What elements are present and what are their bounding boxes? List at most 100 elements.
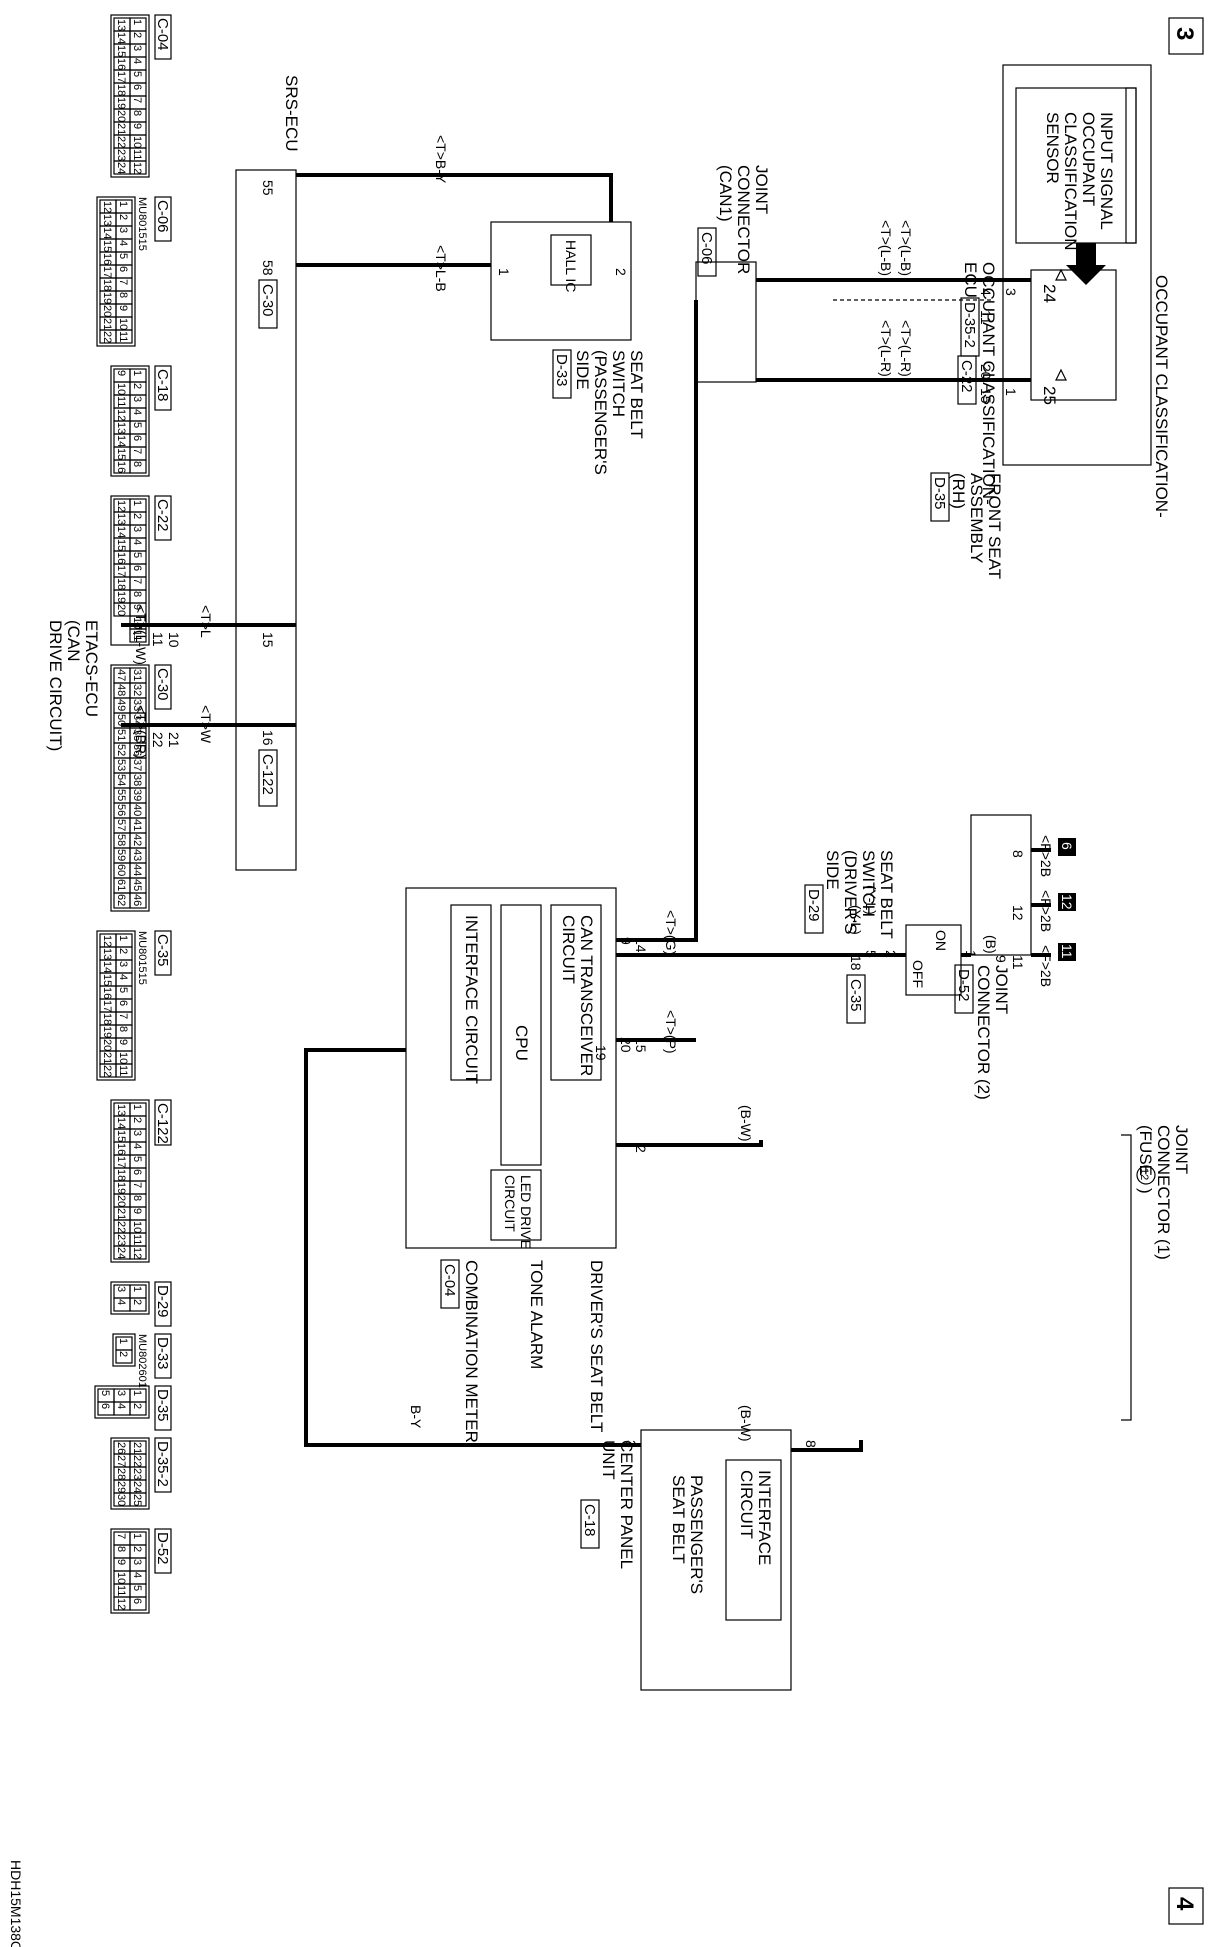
pin-15s: 15 [260, 632, 276, 648]
etacs-label: ETACS-ECU (CAN DRIVE CIRCUIT) [46, 620, 101, 751]
srs-ecu-box [235, 169, 297, 871]
pin-4: 4 [978, 288, 994, 296]
legend-pin: 5 [131, 552, 143, 558]
svg-text:D-29: D-29 [805, 889, 822, 922]
legend-pin: 24 [115, 162, 127, 174]
center-interface-label: INTERFACE [755, 1470, 774, 1565]
legend-c04: C-04123456789101112131415161718192021222… [110, 14, 172, 178]
svg-text:ETACS-ECU: ETACS-ECU [82, 620, 101, 717]
legend-pin: 11 [117, 1065, 129, 1076]
wire-f2b-3: <F>2B [1038, 945, 1054, 987]
c04-tag [440, 1259, 460, 1309]
legend-pin: 5 [131, 422, 143, 428]
legend-pin: 3 [131, 1559, 143, 1565]
legend-pin: 11 [131, 630, 143, 641]
legend-pin: 3 [115, 1390, 127, 1396]
svg-text:D-35: D-35 [931, 477, 948, 510]
legend-pin: 10 [117, 1052, 129, 1064]
legend-pin: 11 [131, 1234, 143, 1245]
legend-pin: 2 [131, 1299, 143, 1305]
svg-text:SIDE: SIDE [573, 350, 592, 390]
pin-11j: 11 [978, 310, 994, 325]
svg-text:OCCUPANT: OCCUPANT [1079, 112, 1098, 206]
pin-55: 55 [260, 180, 276, 196]
legend-pin: 13 [115, 19, 127, 31]
legend-id: D-33 [154, 1337, 171, 1370]
legend-pin: 22 [101, 331, 113, 343]
legend-pin: 5 [131, 71, 143, 77]
legend-pin: 19 [101, 1026, 113, 1038]
legend-part-number: MU801515 [136, 197, 148, 251]
legend-pin: 9 [131, 1208, 143, 1214]
svg-text:(CAN: (CAN [64, 620, 83, 662]
legend-pin: 2 [131, 32, 143, 38]
wire-bw-2: (B-W) [738, 1405, 754, 1442]
legend-pin: 59 [115, 849, 127, 861]
svg-text:3: 3 [1171, 27, 1198, 40]
legend-pin: 27 [115, 1455, 127, 1467]
c04-tag-text: C-04 [441, 1264, 458, 1297]
legend-pin: 2 [117, 1351, 129, 1357]
svg-text:INPUT SIGNAL: INPUT SIGNAL [1097, 112, 1116, 230]
legend-id: D-35-2 [154, 1441, 171, 1487]
legend-pin: 20 [115, 110, 127, 122]
svg-text:C-06: C-06 [698, 232, 715, 265]
legend-c06: C-06MU8015151234567891011121314151617181… [96, 196, 172, 347]
legend-pin: 39 [131, 789, 143, 801]
legend-pin: 16 [101, 253, 113, 265]
legend-pin: 11 [115, 1585, 127, 1596]
legend-pin: 9 [117, 305, 129, 311]
srs-ecu-label: SRS-ECU [282, 75, 301, 152]
pin-18: 18 [848, 955, 864, 971]
pin-15j: 15 [978, 388, 994, 404]
ground-marker-6: 6 [1058, 838, 1076, 856]
legend-pin: 13 [115, 422, 127, 434]
legend-pin: 3 [117, 961, 129, 967]
svg-text:CONNECTOR: CONNECTOR [734, 165, 753, 274]
legend-pin: 7 [131, 1182, 143, 1188]
legend-pin: 13 [101, 948, 113, 960]
pin-21: 21 [166, 732, 182, 748]
legend-pin: 1 [117, 201, 129, 207]
legend-pin: 13 [115, 513, 127, 525]
legend-pin: 11 [117, 331, 129, 342]
legend-pin: 38 [131, 774, 143, 786]
pin-2m: 2 [633, 1145, 649, 1153]
pin-12: 12 [1010, 905, 1026, 921]
wire-t-p: <T>(P) [663, 1010, 679, 1054]
svg-text:CONNECTOR (2): CONNECTOR (2) [974, 965, 993, 1100]
passenger-seat-belt-label-2: SEAT BELT [669, 1475, 688, 1564]
interface-circuit-label: INTERFACE CIRCUIT [462, 915, 481, 1084]
legend-pin: 1 [131, 1286, 143, 1292]
legend-pin: 23 [131, 1468, 143, 1480]
legend-pin: 1 [117, 1338, 129, 1344]
legend-pin: 20 [101, 1039, 113, 1051]
legend-pin: 12 [101, 201, 113, 213]
connector-legend: C-04123456789101112131415161718192021222… [94, 14, 172, 1614]
legend-pin: 53 [115, 759, 127, 771]
svg-text:D-33: D-33 [553, 354, 570, 387]
svg-text:6: 6 [1059, 842, 1075, 850]
cpu-box [500, 904, 542, 1166]
wire-t-br: <T>(BR) [133, 705, 149, 759]
hall-ic-label: HALL IC [563, 240, 579, 292]
legend-pin: 46 [131, 894, 143, 906]
pin-19: 19 [593, 1045, 609, 1061]
legend-pin: 13 [101, 214, 113, 226]
combination-meter-box [405, 887, 617, 1249]
legend-pin: 22 [115, 136, 127, 148]
legend-pin: 21 [101, 318, 113, 330]
legend-pin: 22 [131, 1455, 143, 1467]
legend-pin: 4 [131, 539, 143, 545]
legend-pin: 40 [131, 804, 143, 816]
legend-pin: 14 [115, 32, 127, 44]
legend-id: C-04 [154, 18, 171, 51]
legend-pin: 14 [115, 1117, 127, 1129]
legend-id: C-06 [154, 200, 171, 233]
pin-1h: 1 [496, 268, 512, 276]
svg-text:(PASSENGER'S: (PASSENGER'S [591, 350, 610, 475]
legend-pin: 21 [115, 1208, 127, 1220]
